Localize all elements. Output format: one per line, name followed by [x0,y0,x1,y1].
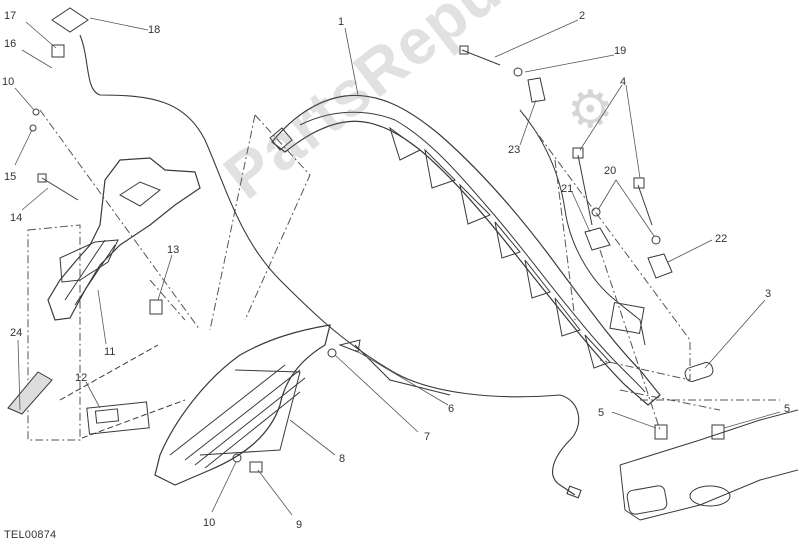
callout-16: 16 [4,38,17,50]
bolt-2 [459,45,501,66]
callout-8: 8 [339,453,346,465]
callout-14: 14 [10,212,23,224]
rear-mudguard [154,324,331,486]
fasteners [29,45,725,473]
callout-15: 15 [4,171,17,183]
spacer-5a [654,424,668,440]
washer-15 [29,124,37,132]
nut-10a [32,108,40,116]
callout-18: 18 [148,24,161,36]
callout-2: 2 [579,10,586,22]
callout-23: 23 [508,144,521,156]
assembly-guide-lines [27,109,780,441]
frame-tail [619,409,798,521]
callout-7: 7 [424,431,431,443]
washer-19 [513,67,523,77]
callout-11: 11 [104,346,116,358]
part-7 [327,348,337,358]
callout-1: 1 [338,16,345,28]
clip-6 [338,339,361,353]
rear-subframe [269,94,661,406]
license-plate-holder [47,157,201,321]
reflector [7,371,53,415]
callout-5b: 5 [784,403,791,415]
callout-9: 9 [296,519,303,531]
callout-5a: 5 [598,407,605,419]
bolt-14 [37,173,79,201]
callout-17: 17 [4,10,17,22]
washer-10b [232,453,242,463]
spacer-5b [711,424,725,440]
callout-13: 13 [167,244,180,256]
gear-icon: ⚙ [567,81,614,139]
bolt-4a [572,147,593,226]
bracket-22 [647,253,673,279]
callout-12: 12 [75,372,88,384]
callout-20: 20 [604,165,617,177]
spacer-3 [684,362,714,382]
grommet-13 [149,299,163,315]
bolt-4b [633,177,653,226]
callout-4: 4 [620,76,627,88]
callout-10b: 10 [203,517,216,529]
nut-9 [249,461,263,473]
callout-leaders [14,17,781,516]
washer-20b [651,235,661,245]
sensor-connector [51,7,89,58]
callout-3: 3 [765,288,772,300]
washer-20a [591,207,601,217]
bracket-23 [527,77,546,103]
license-plate-light [59,344,186,439]
callout-6: 6 [448,403,455,415]
callout-21: 21 [561,183,574,195]
callout-19: 19 [614,45,627,57]
callout-22: 22 [715,233,728,245]
callout-10a: 10 [2,76,15,88]
bracket-21 [584,227,611,251]
diagram-code: TEL00874 [4,529,57,541]
callout-24: 24 [10,327,23,339]
